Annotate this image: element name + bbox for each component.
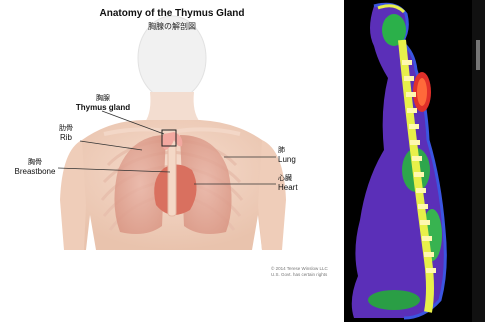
label-heart: 心臓 Heart xyxy=(278,174,298,192)
scan-marker xyxy=(476,40,480,70)
pet-scan-panel xyxy=(344,0,485,322)
copyright-line-2: U.S. Govt. has certain rights xyxy=(271,272,328,278)
label-heart-jp: 心臓 xyxy=(278,174,298,183)
label-lung-en: Lung xyxy=(278,155,296,164)
copyright-notice: © 2014 Terese Winslow LLC U.S. Govt. has… xyxy=(271,266,328,278)
label-breastbone-jp: 胸骨 xyxy=(6,158,64,167)
label-heart-en: Heart xyxy=(278,183,298,192)
left-arm xyxy=(60,140,86,250)
heart-core xyxy=(417,78,427,106)
label-rib-en: Rib xyxy=(48,133,84,142)
label-thymus: 胸腺 Thymus gland xyxy=(48,94,158,112)
anatomy-diagram-panel: Anatomy of the Thymus Gland 胸腺の解剖図 胸腺 Th… xyxy=(0,0,344,322)
diagram-subtitle: 胸腺の解剖図 xyxy=(0,21,344,32)
label-thymus-en: Thymus gland xyxy=(48,103,158,112)
lower-uptake xyxy=(368,290,420,310)
label-lung: 肺 Lung xyxy=(278,146,296,164)
label-lung-jp: 肺 xyxy=(278,146,296,155)
breastbone xyxy=(168,138,176,216)
label-breastbone-en: Breastbone xyxy=(6,167,64,176)
label-breastbone: 胸骨 Breastbone xyxy=(6,158,64,176)
label-thymus-jp: 胸腺 xyxy=(48,94,158,103)
pet-scan-image xyxy=(344,0,485,322)
diagram-title: Anatomy of the Thymus Gland xyxy=(0,8,344,19)
label-rib: 肋骨 Rib xyxy=(48,124,84,142)
label-rib-jp: 肋骨 xyxy=(48,124,84,133)
